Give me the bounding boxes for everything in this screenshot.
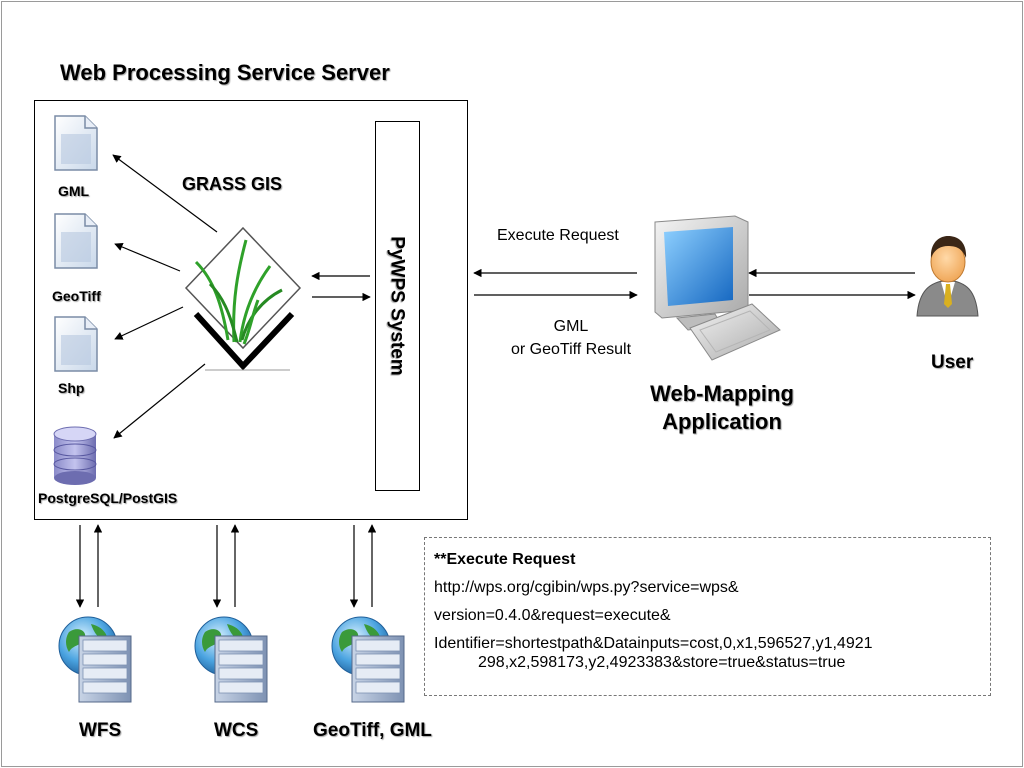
web-mapping-app-label-line1: Web-Mapping	[650, 381, 794, 406]
arrow-grass-to-postgis	[113, 363, 206, 439]
computer-icon	[654, 215, 781, 361]
result-label: GML or GeoTiff Result	[497, 315, 645, 361]
execute-request-label: Execute Request	[497, 227, 619, 244]
execute-request-note: **Execute Request http://wps.org/cgibin/…	[424, 537, 991, 696]
note-heading: **Execute Request	[434, 551, 576, 568]
page-title: Web Processing Service Server	[60, 60, 390, 85]
note-line: http://wps.org/cgibin/wps.py?service=wps…	[434, 579, 739, 596]
globe-server-icon	[194, 616, 268, 703]
file-label-shp: Shp	[58, 380, 85, 396]
arrow-grass-to-gml	[112, 154, 218, 233]
arrow-grass-to-shp	[114, 306, 184, 340]
result-label-line1: GML	[553, 318, 589, 335]
wps-server-box	[34, 100, 468, 520]
database-icon	[53, 426, 97, 485]
service-label-wfs: WFS	[79, 720, 122, 741]
pywps-system-label: PyWPS System	[387, 236, 408, 376]
globe-server-icon	[331, 616, 405, 703]
document-icon	[54, 316, 98, 372]
grass-gis-label: GRASS GIS	[182, 174, 283, 194]
result-label-line2: or GeoTiff Result	[510, 341, 632, 358]
file-label-gml: GML	[58, 183, 90, 199]
document-icon	[54, 115, 98, 171]
web-mapping-app-label-line2: Application	[662, 409, 782, 434]
web-mapping-app-label: Web-Mapping Application	[622, 380, 822, 436]
grass-gis-logo-icon	[184, 226, 302, 371]
pywps-box	[375, 121, 420, 491]
note-line: version=0.4.0&request=execute&	[434, 607, 671, 624]
database-label-postgis: PostgreSQL/PostGIS	[38, 490, 178, 506]
note-line: Identifier=shortestpath&Datainputs=cost,…	[434, 635, 873, 652]
user-icon	[916, 236, 979, 317]
user-label: User	[931, 352, 974, 373]
document-icon	[54, 213, 98, 269]
arrow-grass-to-geotiff	[114, 243, 181, 272]
globe-server-icon	[58, 616, 132, 703]
service-label-wcs: WCS	[214, 720, 259, 741]
pywps-system-label-wrap: PyWPS System	[374, 121, 420, 491]
service-label-geotiff-gml: GeoTiff, GML	[313, 720, 432, 741]
file-label-geotiff: GeoTiff	[52, 288, 101, 304]
note-line: 298,x2,598173,y2,4923383&store=true&stat…	[478, 654, 846, 671]
